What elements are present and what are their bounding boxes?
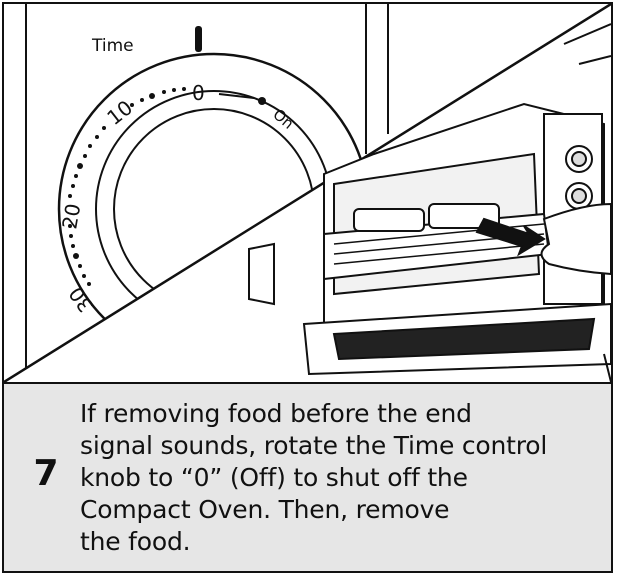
- step-number: 7: [33, 453, 59, 494]
- dial-mark-0: 0: [192, 81, 205, 105]
- illustration-svg: Time 0 On 10 20 30: [4, 4, 611, 382]
- instruction-line: knob to “0” (Off) to shut off the: [80, 463, 468, 492]
- instruction-line: signal sounds, rotate the Time control: [80, 431, 548, 460]
- dial-title: Time: [91, 36, 134, 56]
- dial-on-line: [218, 93, 255, 99]
- dial-indicator-mark: [195, 26, 202, 52]
- instruction-line: the food.: [80, 527, 191, 556]
- instruction-caption: 7 If removing food before the end signal…: [4, 382, 611, 571]
- diagonal-divider: [4, 4, 611, 382]
- oven-illustration: [248, 23, 611, 382]
- illustration: Time 0 On 10 20 30: [4, 4, 611, 382]
- dial-mark-20: 20: [57, 202, 85, 231]
- instruction-line: If removing food before the end: [80, 399, 472, 428]
- instruction-line: Compact Oven. Then, remove: [80, 495, 450, 524]
- dial-scale-dots: [68, 87, 266, 286]
- instruction-card: Time 0 On 10 20 30: [2, 2, 613, 573]
- step-instructions: If removing food before the end signal s…: [80, 398, 600, 558]
- control-panel-illustration: [25, 4, 389, 382]
